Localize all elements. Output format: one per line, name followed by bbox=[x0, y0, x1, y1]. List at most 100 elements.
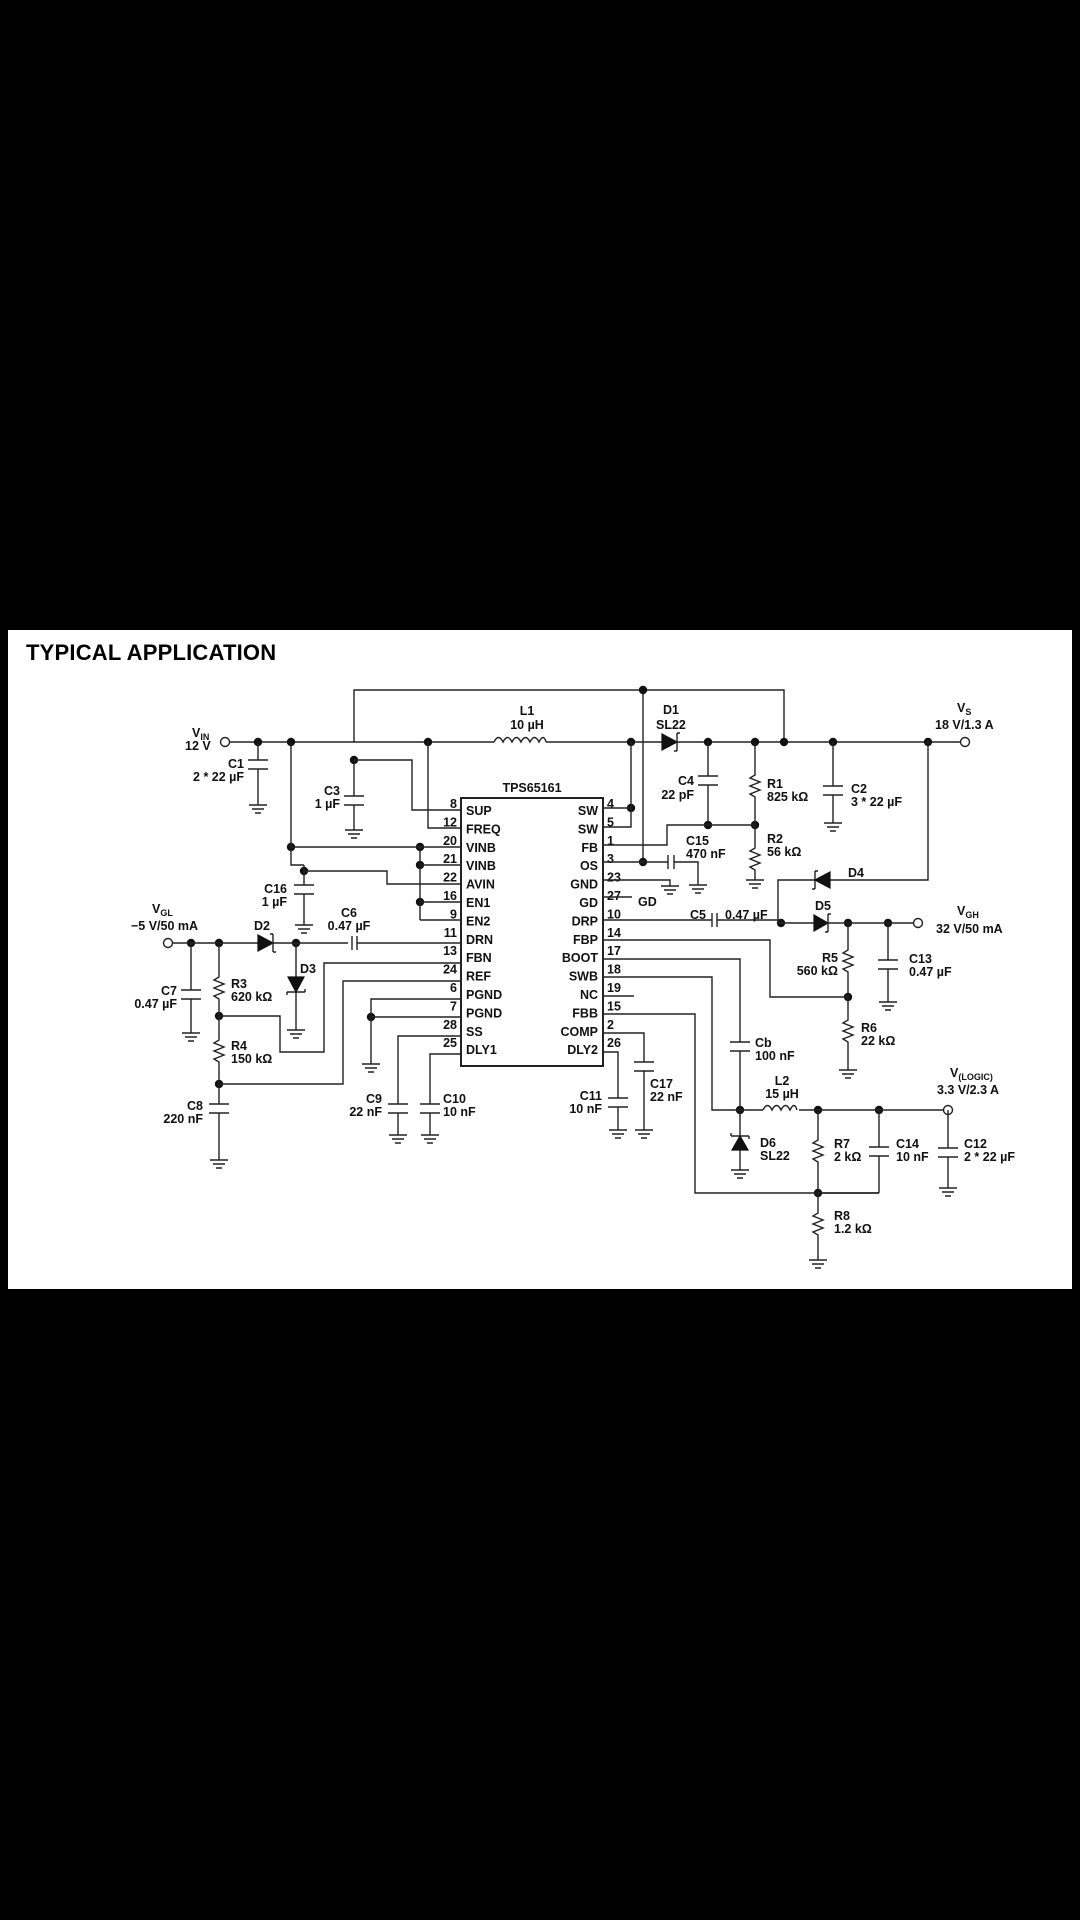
c17-ref: C17 bbox=[650, 1077, 673, 1091]
c4-value: 22 pF bbox=[661, 788, 694, 802]
pin-name-sup: SUP bbox=[466, 804, 492, 818]
c14-ref: C14 bbox=[896, 1137, 919, 1151]
pin-name-comp: COMP bbox=[561, 1025, 599, 1039]
vin-rail bbox=[219, 689, 971, 862]
c9-value: 22 nF bbox=[349, 1105, 382, 1119]
vin-terminal[interactable] bbox=[219, 736, 231, 748]
pin-number-15: 15 bbox=[607, 999, 621, 1013]
r5-ref: R5 bbox=[822, 951, 838, 965]
pin-number-9: 9 bbox=[450, 907, 457, 921]
pin-number-27: 27 bbox=[607, 889, 621, 903]
ground-icon bbox=[661, 885, 679, 895]
pin-number-11: 11 bbox=[444, 926, 457, 940]
diode-d5 bbox=[813, 913, 830, 933]
pin-number-14: 14 bbox=[607, 926, 621, 940]
c7-ref: C7 bbox=[161, 984, 177, 998]
r6-value: 22 kΩ bbox=[861, 1034, 895, 1048]
r8-ref: R8 bbox=[834, 1209, 850, 1223]
pin-number-21: 21 bbox=[443, 852, 457, 866]
pin-name-fbb: FBB bbox=[572, 1006, 598, 1020]
c1-ref: C1 bbox=[228, 757, 244, 771]
vgl-label: VGL bbox=[152, 902, 173, 918]
r4-value: 150 kΩ bbox=[231, 1052, 272, 1066]
vgl-value: −5 V/50 mA bbox=[131, 919, 198, 933]
pin-number-5: 5 bbox=[607, 815, 614, 829]
r1-ref: R1 bbox=[767, 777, 783, 791]
junctions bbox=[186, 685, 953, 1198]
pin-number-26: 26 bbox=[607, 1036, 621, 1050]
pin-name-fbp: FBP bbox=[573, 933, 598, 947]
diode-d6 bbox=[730, 1134, 750, 1151]
c1-value: 2 * 22 µF bbox=[193, 770, 244, 784]
inductor-l1 bbox=[493, 736, 547, 744]
pin-name-os: OS bbox=[580, 859, 598, 873]
right-wiring bbox=[603, 742, 958, 1260]
ground-icon bbox=[421, 1134, 439, 1144]
pin-name-vinb: VINB bbox=[466, 859, 496, 873]
pin-number-22: 22 bbox=[443, 871, 457, 885]
l1-ref: L1 bbox=[520, 704, 535, 718]
c6-ref: C6 bbox=[341, 906, 357, 920]
c12-ref: C12 bbox=[964, 1137, 987, 1151]
ground-icon bbox=[824, 822, 842, 832]
c12-value: 2 * 22 µF bbox=[964, 1150, 1015, 1164]
c5-value: 0.47 µF bbox=[725, 908, 768, 922]
pin-name-en2: EN2 bbox=[466, 914, 490, 928]
pin-number-28: 28 bbox=[443, 1018, 457, 1032]
pin-number-10: 10 bbox=[607, 907, 621, 921]
c2-ref: C2 bbox=[851, 782, 867, 796]
ground-icon bbox=[879, 1001, 897, 1011]
d6-ref: D6 bbox=[760, 1136, 776, 1150]
ic-body bbox=[460, 797, 604, 1067]
c16-ref: C16 bbox=[264, 882, 287, 896]
l2-ref: L2 bbox=[775, 1074, 790, 1088]
left-wiring bbox=[162, 742, 461, 1160]
c17-value: 22 nF bbox=[650, 1090, 683, 1104]
pin-name-pgnd: PGND bbox=[466, 988, 502, 1002]
ic-right-pins: 4SW5SW1FB3OS23GND27GD10DRP14FBP17BOOT18S… bbox=[561, 797, 621, 1057]
r3-value: 620 kΩ bbox=[231, 990, 272, 1004]
ground-icon bbox=[210, 1159, 228, 1169]
pin-name-pgnd: PGND bbox=[466, 1006, 502, 1020]
pin-number-25: 25 bbox=[443, 1036, 457, 1050]
c4-ref: C4 bbox=[678, 774, 694, 788]
ground-icon bbox=[689, 884, 707, 894]
pin-name-dly1: DLY1 bbox=[466, 1043, 497, 1057]
vgh-terminal[interactable] bbox=[912, 917, 924, 929]
vlogic-label: V(LOGIC) bbox=[950, 1066, 993, 1082]
c16-value: 1 µF bbox=[262, 895, 288, 909]
ground-icon bbox=[295, 924, 313, 934]
pin-number-2: 2 bbox=[607, 1018, 614, 1032]
vs-label: VS bbox=[957, 701, 971, 717]
vin-label: VIN bbox=[192, 726, 209, 742]
pin-name-swb: SWB bbox=[569, 970, 598, 984]
pin-name-freq: FREQ bbox=[466, 822, 501, 836]
pin-name-sw: SW bbox=[578, 822, 598, 836]
ic-name: TPS65161 bbox=[502, 781, 561, 795]
pin-number-23: 23 bbox=[607, 871, 621, 885]
c7-value: 0.47 µF bbox=[134, 997, 177, 1011]
r2-ref: R2 bbox=[767, 832, 783, 846]
page-title: TYPICAL APPLICATION bbox=[26, 640, 277, 665]
c3-value: 1 µF bbox=[315, 797, 341, 811]
ground-icon bbox=[389, 1134, 407, 1144]
r7-value: 2 kΩ bbox=[834, 1150, 861, 1164]
pin-number-24: 24 bbox=[443, 963, 457, 977]
pin-name-ss: SS bbox=[466, 1025, 483, 1039]
c8-value: 220 nF bbox=[163, 1112, 203, 1126]
pin-number-7: 7 bbox=[450, 999, 457, 1013]
ground-icon bbox=[345, 829, 363, 839]
pin-number-19: 19 bbox=[607, 981, 621, 995]
vin-value: 12 V bbox=[185, 739, 211, 753]
ground-icon bbox=[362, 1063, 380, 1073]
c14-value: 10 nF bbox=[896, 1150, 929, 1164]
pin-name-boot: BOOT bbox=[562, 951, 598, 965]
pin-name-avin: AVIN bbox=[466, 878, 495, 892]
vs-terminal[interactable] bbox=[959, 736, 971, 748]
vgl-terminal[interactable] bbox=[162, 937, 174, 949]
ground-icon bbox=[249, 804, 267, 814]
pin-name-nc: NC bbox=[580, 988, 598, 1002]
ground-icon bbox=[287, 1029, 305, 1039]
ground-icon bbox=[746, 879, 764, 889]
